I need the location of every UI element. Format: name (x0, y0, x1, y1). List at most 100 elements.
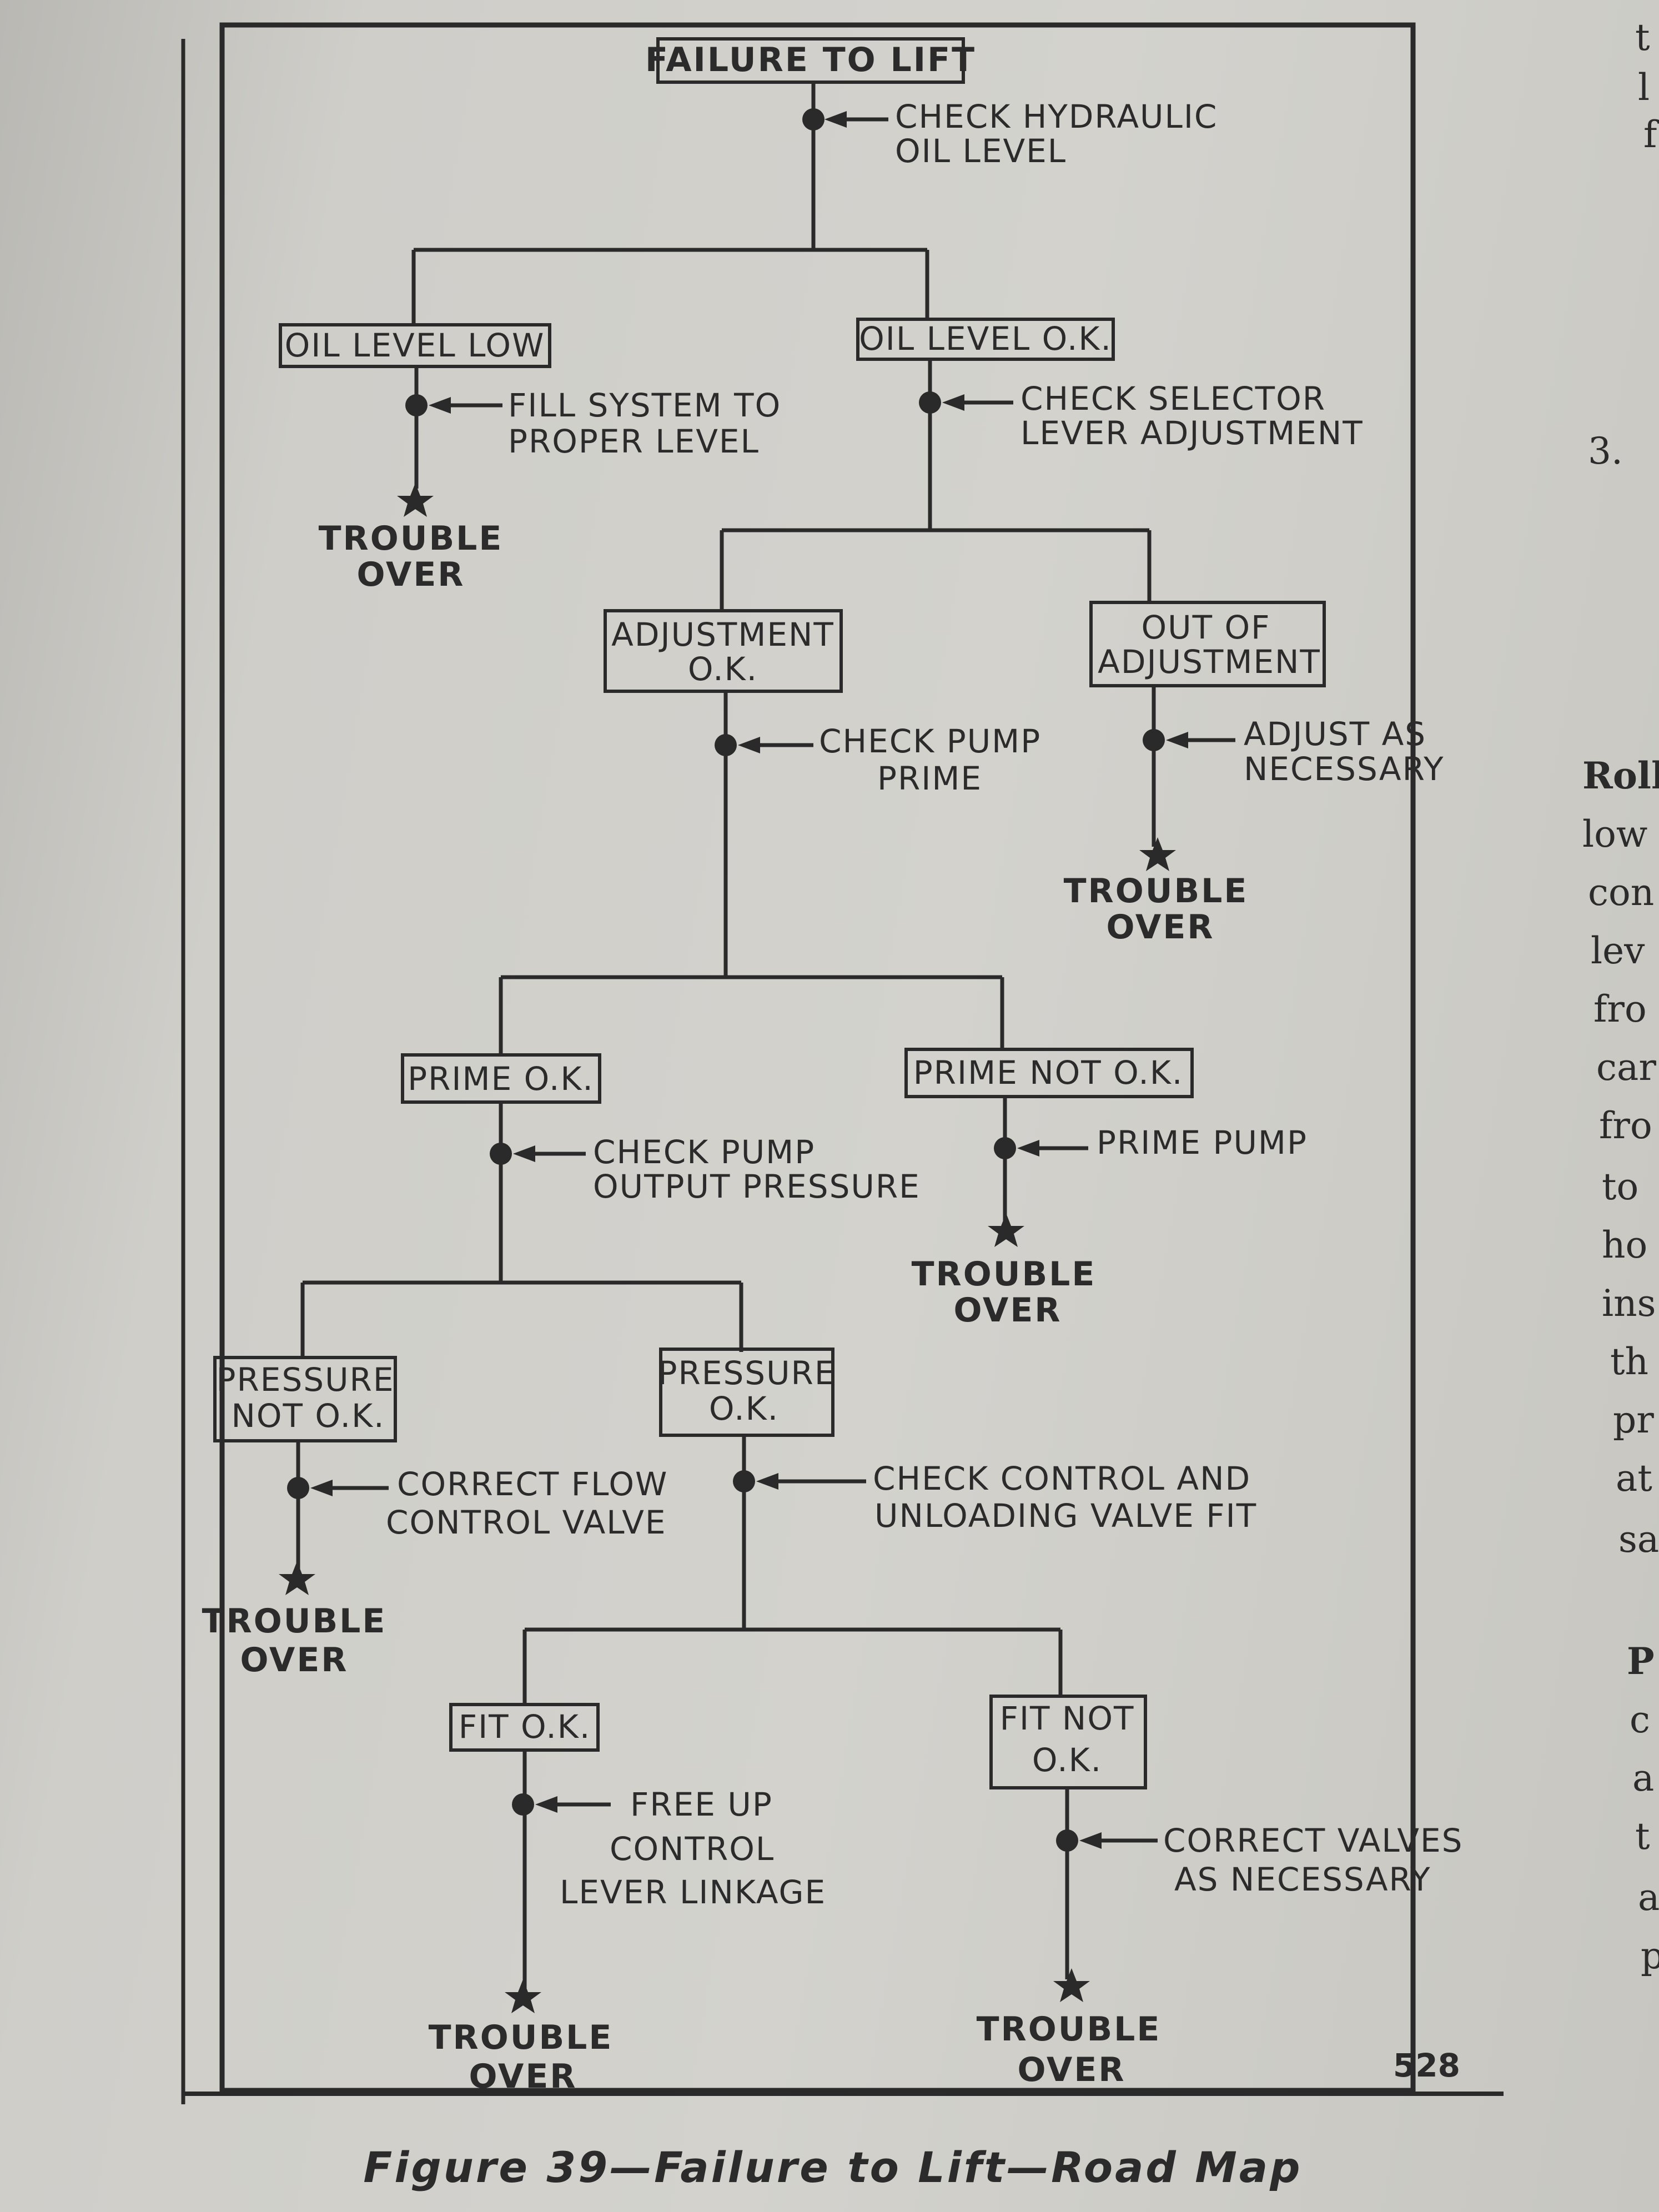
terminal-trouble: TROUBLE (912, 1255, 1097, 1294)
decision-dot (1143, 729, 1165, 751)
arrow-head (1079, 1832, 1102, 1849)
arrow-head (1017, 1140, 1039, 1157)
arrow-head (756, 1473, 778, 1490)
page-number: 528 (1393, 2047, 1460, 2084)
node-adjustment-ok-line-1: ADJUSTMENT (611, 616, 834, 653)
terminal-trouble: TROUBLE (429, 2018, 614, 2057)
adjacent-fragment: ho (1602, 1224, 1647, 1266)
terminal-over: OVER (356, 555, 465, 594)
action-check-selector-lever-line-2: LEVER ADJUSTMENT (1020, 414, 1364, 452)
node-fit-not-ok-line-2: O.K. (1032, 1741, 1102, 1779)
action-check-pump-output-pressure-line-1: CHECK PUMP (593, 1133, 815, 1171)
adjacent-fragment: ins (1602, 1282, 1656, 1325)
diagram-frame-lower-edge (182, 2092, 1504, 2096)
terminal-over: OVER (240, 1641, 348, 1680)
decision-dot (287, 1477, 309, 1499)
action-check-control-unloading-line-2: UNLOADING VALVE FIT (874, 1497, 1257, 1535)
node-pressure-not-ok-line-1: PRESSURE (217, 1361, 395, 1399)
node-adjustment-ok-box (604, 609, 843, 693)
action-free-up-control-lever-line-2: CONTROL (610, 1830, 775, 1868)
terminal-trouble: TROUBLE (977, 2010, 1162, 2049)
action-check-selector-lever-line-1: CHECK SELECTOR (1020, 380, 1326, 418)
terminal-trouble: TROUBLE (319, 519, 504, 558)
action-correct-flow-control-valve-line-2: CONTROL VALVE (386, 1504, 667, 1541)
node-pressure-ok-box (659, 1348, 834, 1437)
action-check-hydraulic-oil-level-line-1: CHECK HYDRAULIC (895, 98, 1218, 135)
decision-dot (1056, 1829, 1078, 1852)
decision-dot (512, 1793, 534, 1816)
terminal-star (1139, 837, 1176, 871)
action-free-up-control-lever-line-3: LEVER LINKAGE (560, 1873, 826, 1911)
action-correct-valves-line-2: AS NECESSARY (1174, 1861, 1431, 1898)
adjacent-fragment-2: t (1635, 1815, 1650, 1858)
action-correct-flow-control-valve-line-1: CORRECT FLOW (397, 1465, 668, 1503)
arrow-head (825, 111, 847, 128)
decision-dot (994, 1137, 1016, 1159)
adjacent-fragment: at (1616, 1457, 1652, 1500)
adjacent-fragment: th (1610, 1340, 1648, 1383)
arrow-head (1166, 732, 1188, 748)
adjacent-fragment: sa (1618, 1518, 1659, 1561)
adjacent-fragment-2: a (1638, 1876, 1659, 1919)
node-failure-to-lift-box (656, 37, 965, 84)
node-oil-level-ok: OIL LEVEL O.K. (859, 320, 1112, 358)
action-check-pump-prime-line-2: PRIME (877, 760, 982, 797)
arrow-head (738, 737, 760, 753)
node-fit-ok: FIT O.K. (459, 1708, 591, 1746)
action-free-up-control-lever-line-1: FREE UP (630, 1786, 773, 1823)
node-pressure-not-ok-line-2: NOT O.K. (231, 1397, 385, 1435)
action-fill-system-line-2: PROPER LEVEL (508, 423, 760, 460)
action-adjust-as-necessary-line-1: ADJUST AS (1244, 715, 1426, 753)
adjacent-bold-fragment-2: P (1627, 1640, 1655, 1683)
arrow-head (535, 1796, 557, 1813)
adjacent-top-fragment: f (1643, 113, 1659, 156)
decision-dot (490, 1143, 512, 1165)
node-pressure-ok-line-1: PRESSURE (658, 1354, 836, 1392)
terminal-star (988, 1213, 1024, 1247)
adjacent-top-fragment: l (1638, 66, 1650, 109)
adjacent-fragment-2: c (1630, 1698, 1650, 1741)
adjacent-page-fragments: t l f 3. Roll low con lev fro car fro to… (1582, 16, 1659, 1977)
action-check-pump-prime-line-1: CHECK PUMP (819, 722, 1041, 760)
arrow-head (513, 1145, 535, 1162)
action-prime-pump: PRIME PUMP (1097, 1124, 1308, 1162)
action-fill-system-line-1: FILL SYSTEM TO (508, 386, 781, 424)
terminal-trouble: TROUBLE (202, 1602, 387, 1641)
adjacent-fragment: low (1582, 813, 1647, 856)
decision-dot (405, 394, 428, 416)
node-pressure-not-ok-box (213, 1356, 397, 1442)
arrow-head (942, 394, 964, 411)
node-out-of-adjustment-box (1089, 601, 1326, 687)
terminal-over: OVER (953, 1291, 1062, 1330)
adjacent-number-fragment: 3. (1588, 430, 1623, 472)
adjacent-fragment-2: a (1632, 1757, 1654, 1799)
diagram-frame (219, 22, 1416, 2093)
adjacent-fragment: pr (1613, 1399, 1654, 1441)
node-out-of-adjustment-line-2: ADJUSTMENT (1098, 643, 1321, 681)
adjacent-fragment: fro (1593, 988, 1647, 1030)
action-correct-valves-line-1: CORRECT VALVES (1163, 1822, 1463, 1859)
adjacent-fragment: con (1588, 871, 1654, 914)
decision-dot (919, 391, 941, 414)
node-pressure-ok-line-2: O.K. (709, 1390, 779, 1427)
node-adjustment-ok-line-2: O.K. (688, 650, 758, 688)
node-oil-level-ok-box (856, 318, 1115, 361)
adjacent-fragment: car (1596, 1046, 1656, 1089)
node-oil-level-low: OIL LEVEL LOW (285, 326, 545, 364)
terminal-over: OVER (1017, 2050, 1125, 2089)
node-failure-to-lift: FAILURE TO LIFT (645, 41, 976, 79)
node-prime-not-ok: PRIME NOT O.K. (913, 1054, 1184, 1092)
adjacent-fragment-2: p (1641, 1934, 1659, 1977)
terminal-star (397, 483, 434, 517)
node-prime-not-ok-box (904, 1048, 1194, 1098)
action-adjust-as-necessary-line-2: NECESSARY (1244, 750, 1445, 788)
action-check-pump-output-pressure-line-2: OUTPUT PRESSURE (593, 1168, 921, 1205)
terminal-over: OVER (1106, 908, 1214, 947)
arrow-head (310, 1480, 333, 1496)
action-check-hydraulic-oil-level-line-2: OIL LEVEL (895, 132, 1067, 170)
adjacent-fragment: lev (1591, 929, 1645, 972)
adjacent-fragment: to (1602, 1165, 1638, 1208)
node-out-of-adjustment-line-1: OUT OF (1142, 609, 1271, 646)
